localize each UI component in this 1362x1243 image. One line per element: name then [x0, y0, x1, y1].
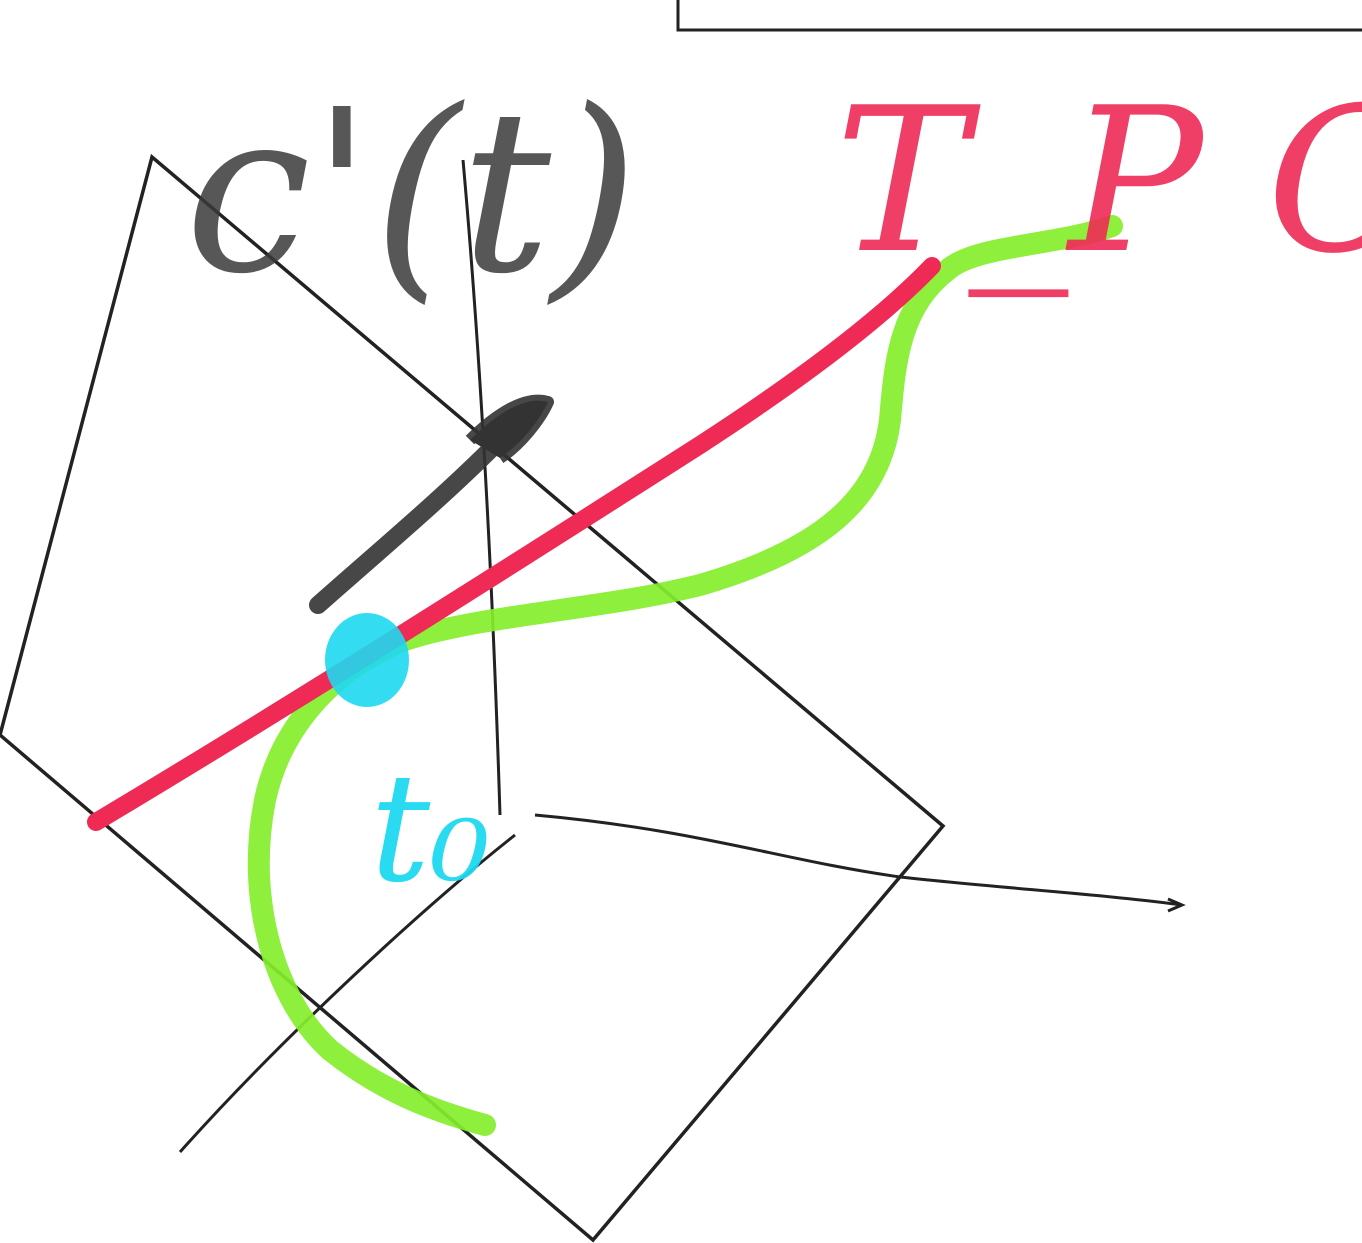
top-right-frame: [676, 0, 1362, 32]
derivative-arrowhead: [465, 394, 554, 464]
depth-axis: [178, 833, 516, 1153]
tangent-space-label: T_P C: [835, 65, 1362, 298]
horizontal-axis-arrowhead: [1167, 897, 1186, 913]
curve-c: [247, 215, 1123, 1136]
horizontal-axis: [534, 813, 1183, 907]
derivative-label: c'(t): [185, 62, 639, 324]
derivative-vector: [309, 436, 504, 614]
tangent-line: [87, 257, 941, 831]
point-p: [325, 613, 409, 707]
tangent-plane: [0, 153, 946, 1243]
point-label: t₀: [370, 742, 490, 916]
